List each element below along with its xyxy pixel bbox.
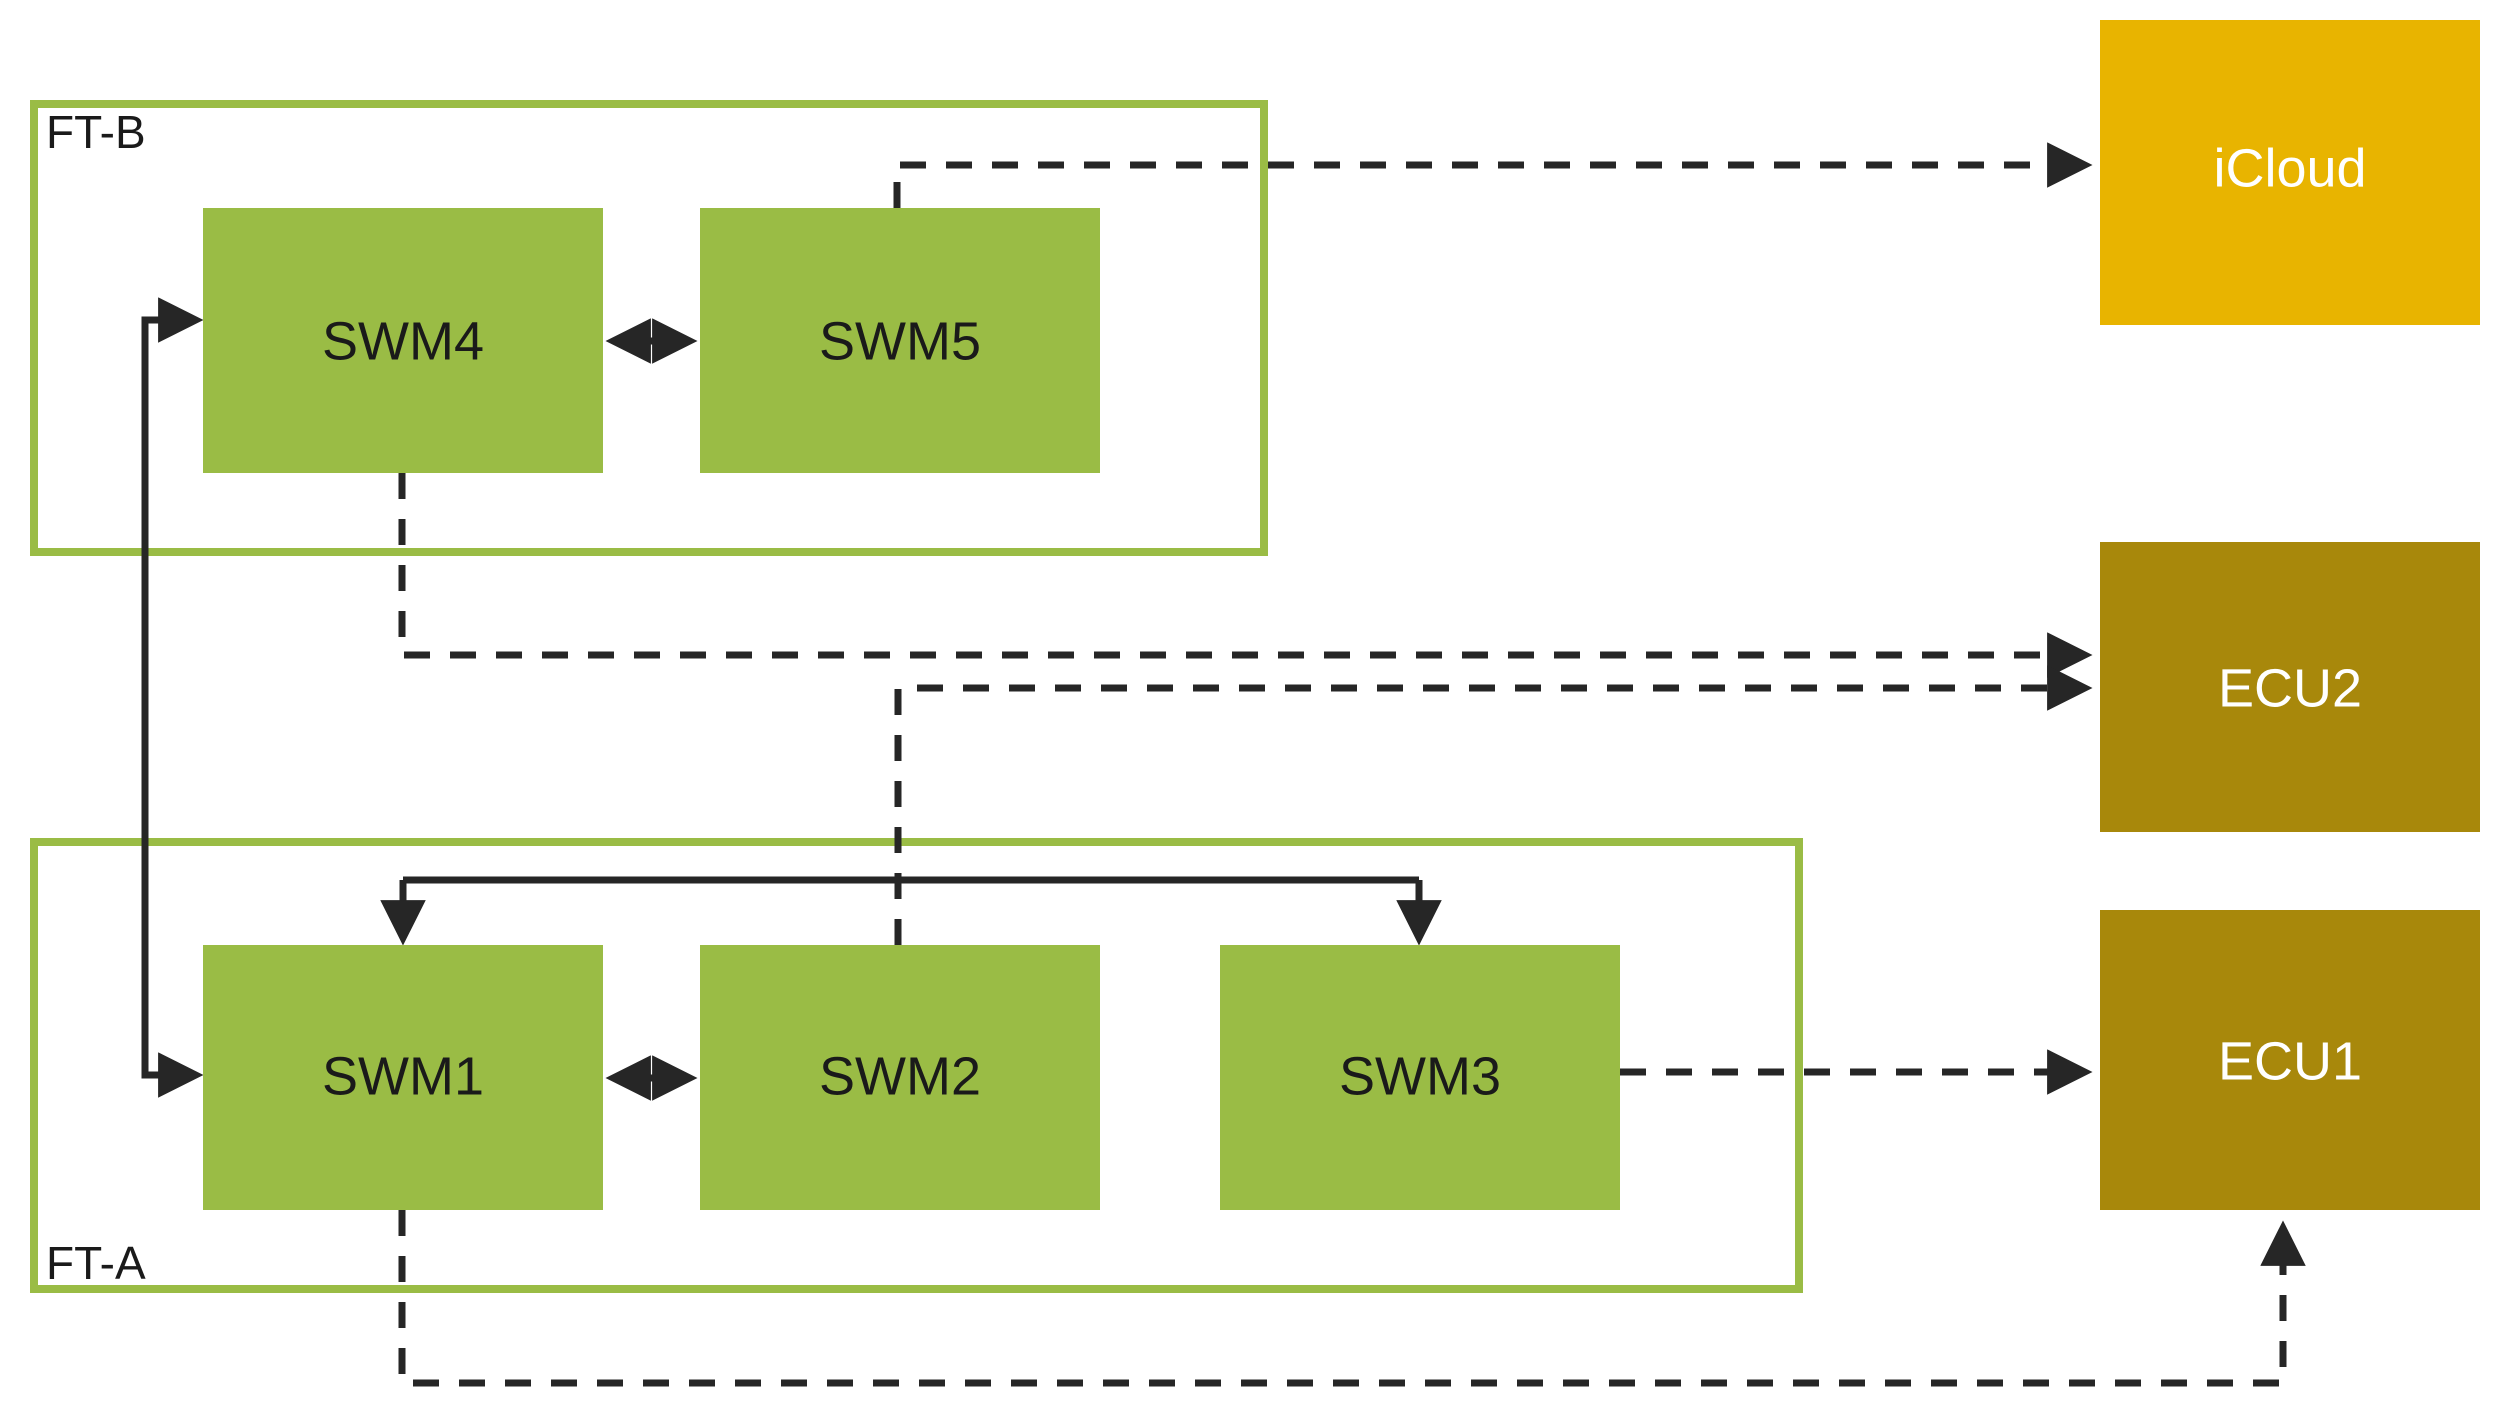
node-swm5[interactable]: SWM5 (700, 208, 1100, 473)
node-icloud-label: iCloud (2213, 138, 2366, 198)
node-ecu1-rect[interactable] (2100, 910, 2480, 1210)
group-ft-a: FT-A (30, 838, 1803, 1293)
edge-swm5-icloud (893, 142, 2093, 208)
node-icloud[interactable]: iCloud (2100, 20, 2480, 325)
node-ecu1[interactable]: ECU1 (2100, 910, 2480, 1210)
group-ft-b: FT-B (30, 100, 1268, 556)
group-ft-a-label: FT-A (46, 1237, 146, 1289)
node-swm4[interactable]: SWM4 (203, 208, 603, 473)
node-ecu1-label: ECU1 (2218, 1031, 2362, 1091)
node-swm2-label: SWM2 (819, 1046, 981, 1106)
node-swm2[interactable]: SWM2 (700, 945, 1100, 1210)
node-swm1-rect[interactable] (203, 945, 603, 1210)
node-swm3-label: SWM3 (1339, 1046, 1501, 1106)
node-swm2-rect[interactable] (700, 945, 1100, 1210)
node-swm1[interactable]: SWM1 (203, 945, 603, 1210)
node-swm5-label: SWM5 (819, 311, 981, 371)
node-swm5-rect[interactable] (700, 208, 1100, 473)
node-swm4-rect[interactable] (203, 208, 603, 473)
node-swm1-label: SWM1 (322, 1046, 484, 1106)
group-ft-b-border (30, 100, 1268, 556)
node-swm3[interactable]: SWM3 (1220, 945, 1620, 1210)
node-swm4-label: SWM4 (322, 311, 484, 371)
edge-spine-trunk (141, 316, 190, 1079)
node-swm3-rect[interactable] (1220, 945, 1620, 1210)
edge-swm2-ecu2 (894, 665, 2093, 945)
group-ft-a-border (30, 838, 1803, 1293)
node-ecu2-rect[interactable] (2100, 542, 2480, 832)
edge-swm4-ecu2 (398, 473, 2093, 678)
edge-swm1-ecu1 (398, 1210, 2306, 1387)
node-ecu2[interactable]: ECU2 (2100, 542, 2480, 832)
group-ft-b-label: FT-B (46, 106, 146, 158)
node-icloud-rect[interactable] (2100, 20, 2480, 325)
node-ecu2-label: ECU2 (2218, 658, 2362, 718)
